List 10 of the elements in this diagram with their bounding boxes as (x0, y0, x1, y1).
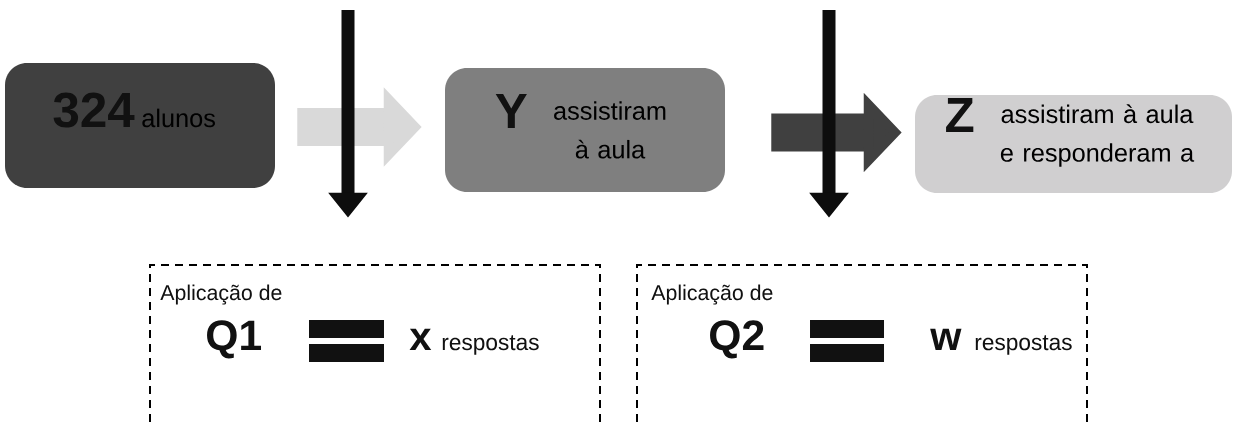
variable-letter: w (930, 328, 962, 350)
response-label: respostas (975, 335, 1072, 355)
response-label: respostas (442, 335, 539, 355)
variable-letter: x (409, 328, 432, 350)
heading-text: Aplicação de (160, 284, 282, 305)
questionnaire-label: Q2 (710, 320, 764, 359)
process-box: Y assistiram à aula (445, 68, 725, 192)
questionnaire-label: Q1 (207, 320, 261, 359)
process-box: Z assistiram à aula e responderam a (915, 95, 1232, 193)
heading-text: Aplicação de (651, 284, 773, 305)
